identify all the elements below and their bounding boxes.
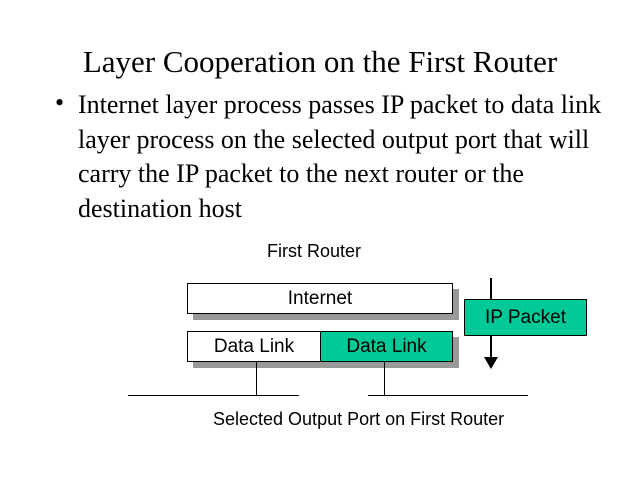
left-port-line (256, 362, 257, 395)
slide-title: Layer Cooperation on the First Router (82, 44, 558, 79)
bullet-text: Internet layer process passes IP packet … (78, 90, 602, 224)
data-link-left-box: Data Link (187, 331, 321, 362)
router-label: First Router (267, 241, 362, 261)
ip-packet-box: IP Packet (464, 299, 587, 336)
selected-network-line (368, 395, 528, 396)
left-network-line (128, 395, 299, 396)
arrow-down-icon (484, 357, 498, 369)
output-port-caption: Selected Output Port on First Router (213, 409, 505, 429)
data-link-selected-box: Data Link (320, 331, 453, 362)
selected-port-line (384, 362, 385, 395)
internet-layer-box: Internet (187, 283, 453, 314)
bullet-icon: • (55, 88, 65, 117)
